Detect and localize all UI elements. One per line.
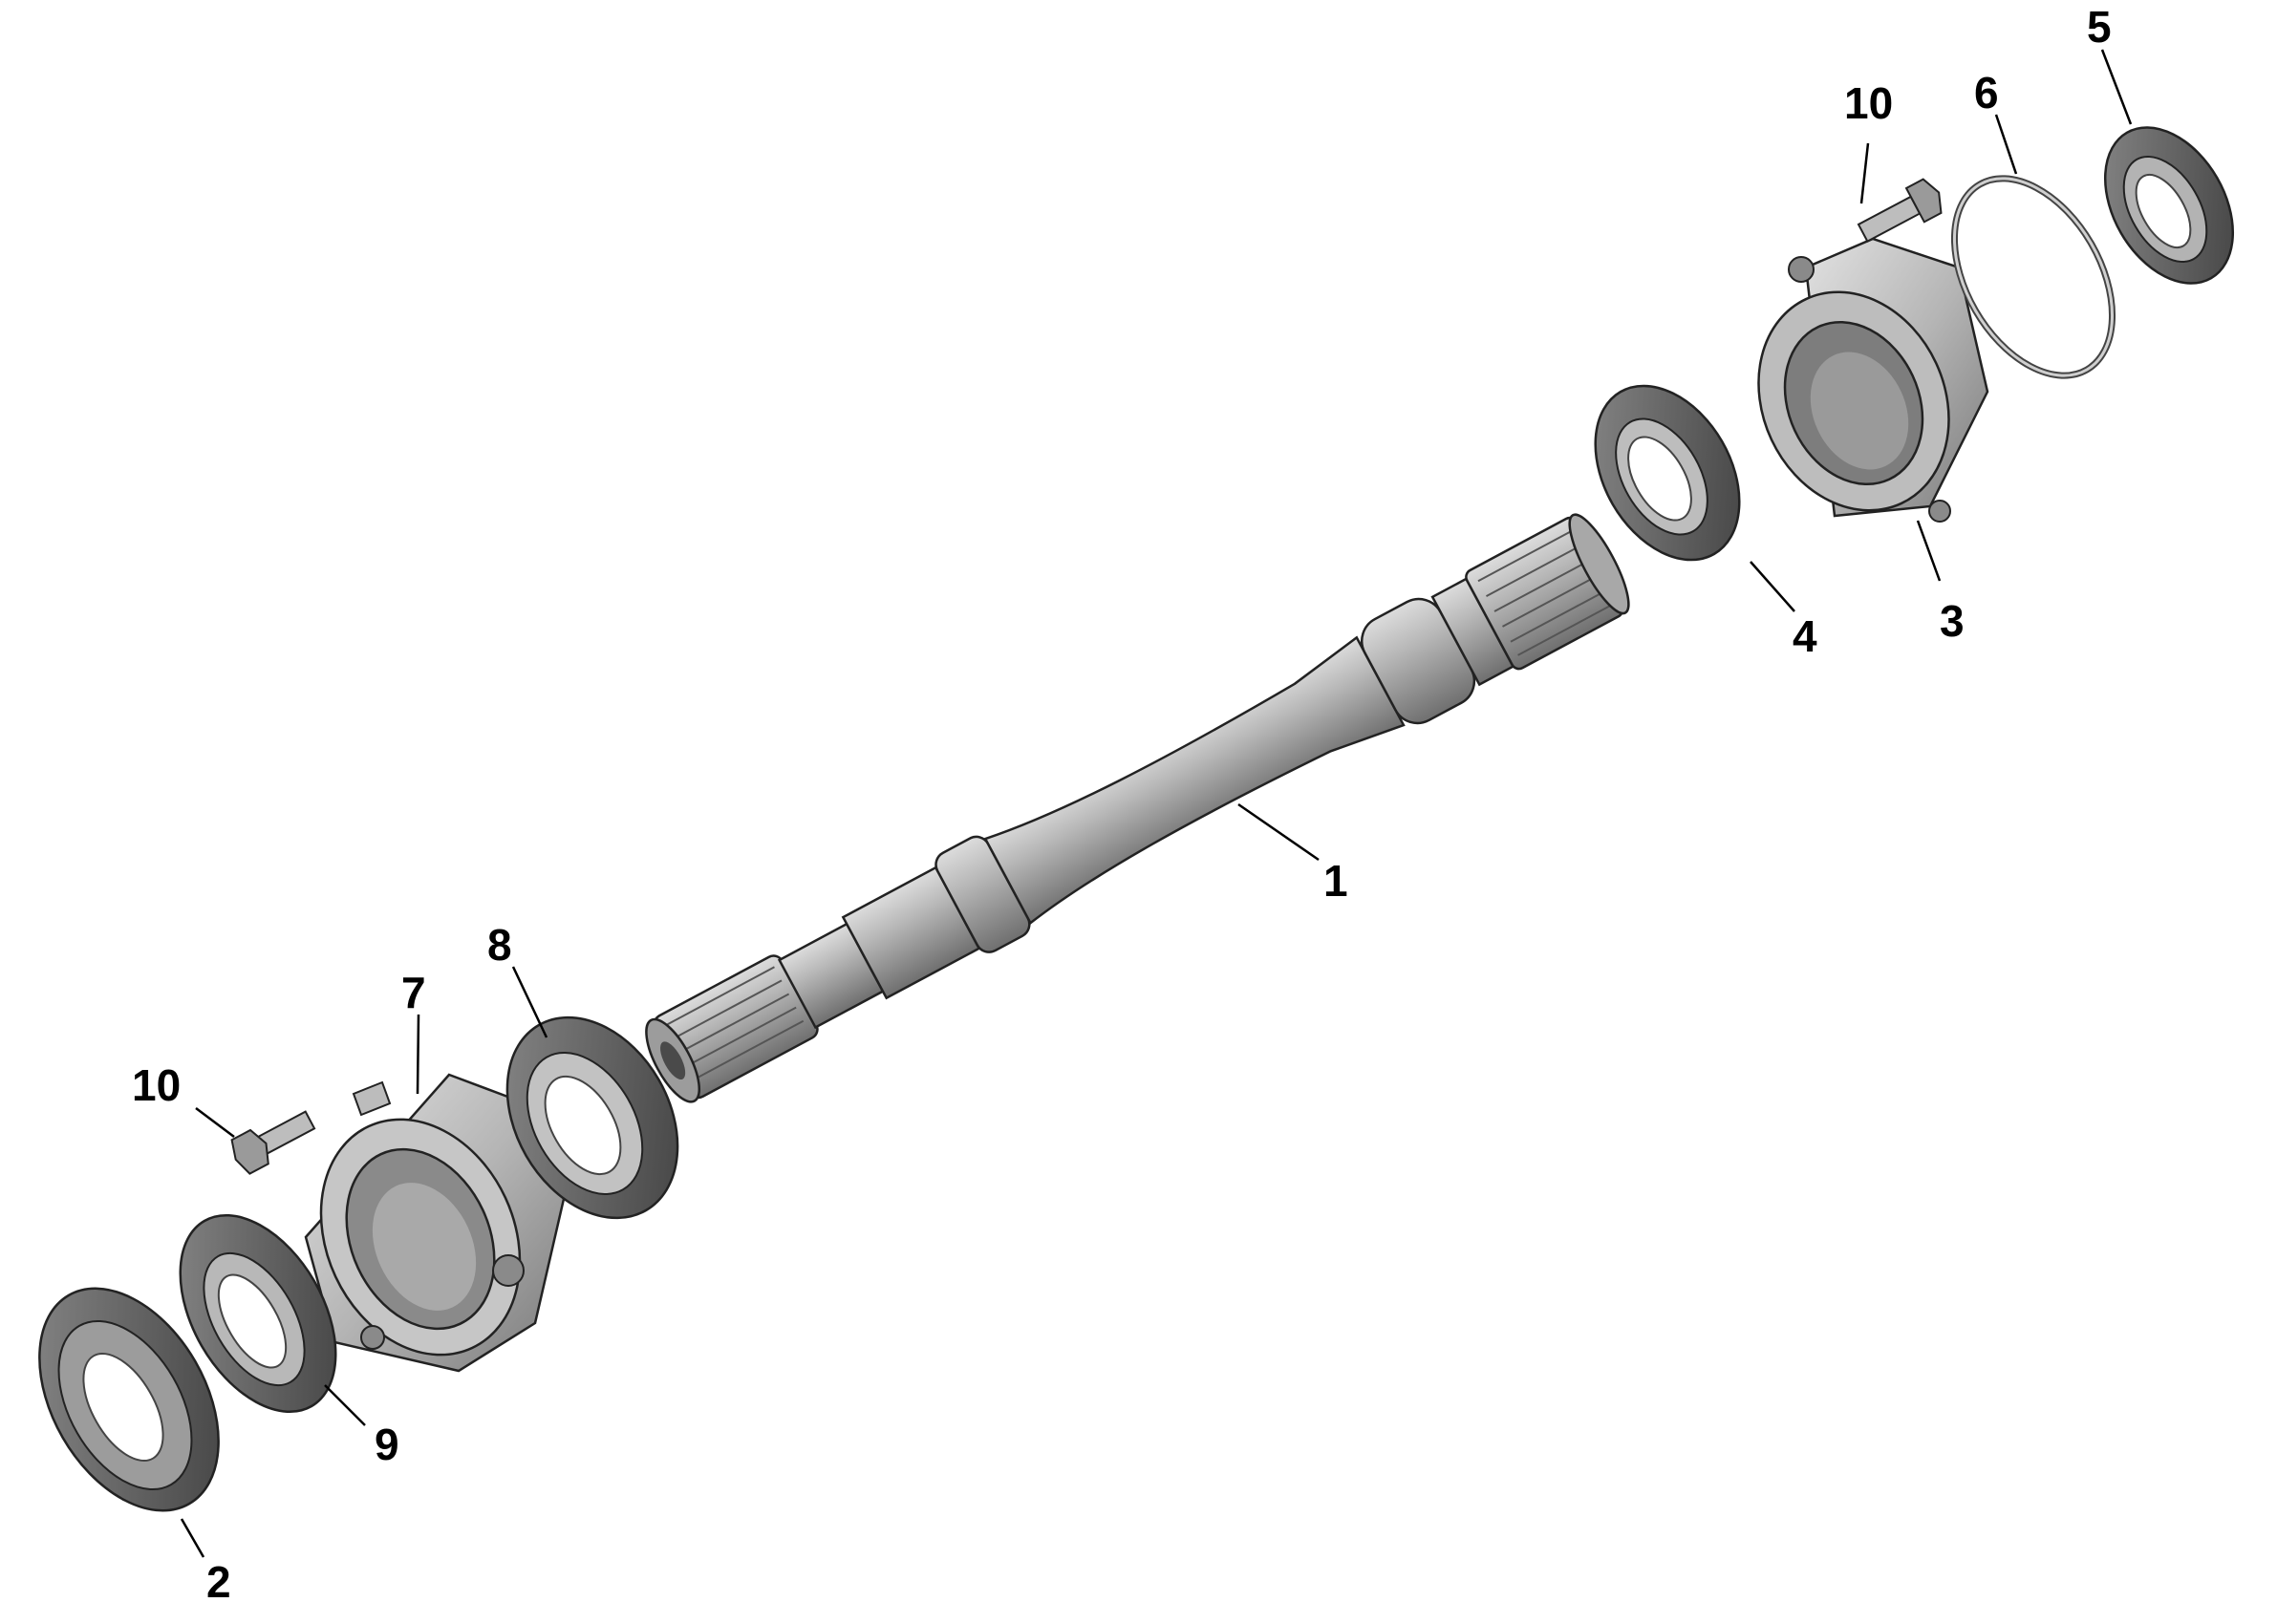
leader-3: [1916, 520, 1942, 582]
leader-9: [324, 1384, 366, 1426]
callout-3: 3: [1940, 596, 1965, 646]
callout-4: 4: [1793, 611, 1817, 661]
callout-6: 6: [1974, 68, 1999, 118]
housing-part-3[interactable]: [1724, 237, 1989, 542]
leader-10b: [1859, 142, 1870, 204]
leader-6: [1994, 114, 2018, 175]
callout-1: 1: [1323, 856, 1348, 906]
bearing-part-8[interactable]: [473, 987, 713, 1249]
callout-5: 5: [2087, 2, 2112, 52]
leader-4: [1750, 561, 1795, 612]
seal-part-9[interactable]: [148, 1188, 368, 1439]
leader-1: [1237, 802, 1320, 862]
seal-part-2[interactable]: [3, 1257, 256, 1542]
callout-10-upper: 10: [1844, 78, 1893, 128]
leader-2: [180, 1518, 205, 1558]
bearing-part-4[interactable]: [1566, 360, 1769, 586]
housing-part-7[interactable]: [284, 1073, 566, 1387]
callout-7: 7: [401, 968, 426, 1017]
leader-5: [2100, 49, 2133, 125]
callout-9: 9: [375, 1420, 399, 1469]
shaft-part-1[interactable]: [631, 506, 1640, 1120]
callout-2: 2: [206, 1557, 231, 1607]
leader-8: [511, 966, 548, 1038]
bolt-part-10-lower[interactable]: [226, 1103, 318, 1177]
oring-part-6[interactable]: [1922, 151, 2144, 403]
seal-part-5[interactable]: [2079, 105, 2259, 306]
bolt-part-10-upper[interactable]: [1854, 176, 1947, 250]
callout-10-lower: 10: [132, 1060, 181, 1110]
leader-7: [416, 1014, 420, 1095]
callout-8: 8: [487, 920, 512, 970]
leader-10a: [195, 1107, 235, 1138]
